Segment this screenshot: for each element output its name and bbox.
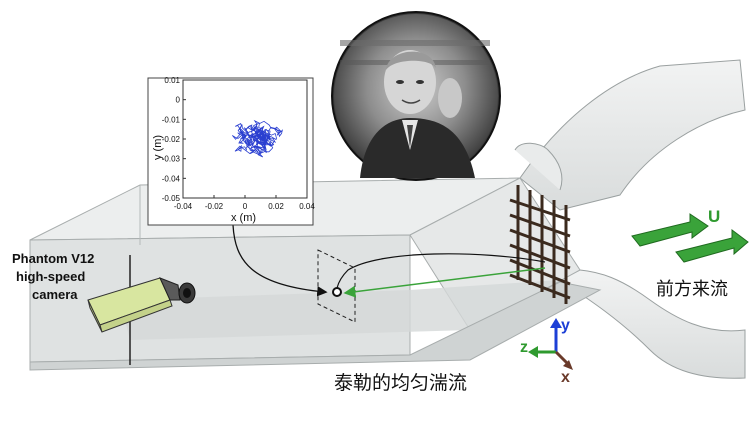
inset-connector-arrow [232,224,328,297]
axis-x-label: x [561,369,570,386]
inset-x-label: x (m) [231,212,256,224]
camera-label-line2: high-speed [16,269,85,284]
tunnel-inlet-sheet [514,59,746,379]
inset-y-tick: 0 [176,96,181,105]
inset-x-tick: 0 [243,202,248,211]
coordinate-axes-icon [528,318,573,370]
particle-path-green [343,267,546,298]
particle-path-black [336,253,546,289]
inset-y-tick: -0.01 [162,115,181,124]
wind-tunnel [29,177,602,371]
velocity-label: U [708,207,720,226]
camera-label-line3: camera [32,287,78,302]
camera-label-line1: Phantom V12 [12,251,94,266]
inset-x-tick: -0.02 [205,202,224,211]
inset-x-tick: 0.02 [268,202,284,211]
flow-label: 前方来流 [656,279,728,300]
camera-icon [87,277,196,333]
inset-x-tick: -0.04 [174,202,193,211]
turbulence-grid [509,185,571,304]
inset-trajectory-plot: 0.010-0.01-0.02-0.03-0.04-0.05 -0.04-0.0… [147,76,315,226]
inset-x-tick: 0.04 [299,202,315,211]
inset-y-tick: -0.02 [162,135,181,144]
inset-y-tick: -0.04 [162,174,181,183]
axis-z-label: z [520,339,528,356]
caption: 泰勒的均匀湍流 [334,372,467,394]
inset-y-tick: -0.05 [162,194,181,203]
axis-y-label: y [561,317,570,334]
flow-arrows [631,213,749,263]
trajectory-scribble [231,119,283,158]
particle-marker [332,287,342,297]
inset-y-label: y (m) [152,135,164,160]
inset-x-ticks: -0.04 -0.02 0 0.02 0.04 [174,195,315,211]
inset-y-tick: 0.01 [164,76,180,85]
inset-y-tick: -0.03 [162,155,181,164]
portrait-photo [331,11,501,181]
